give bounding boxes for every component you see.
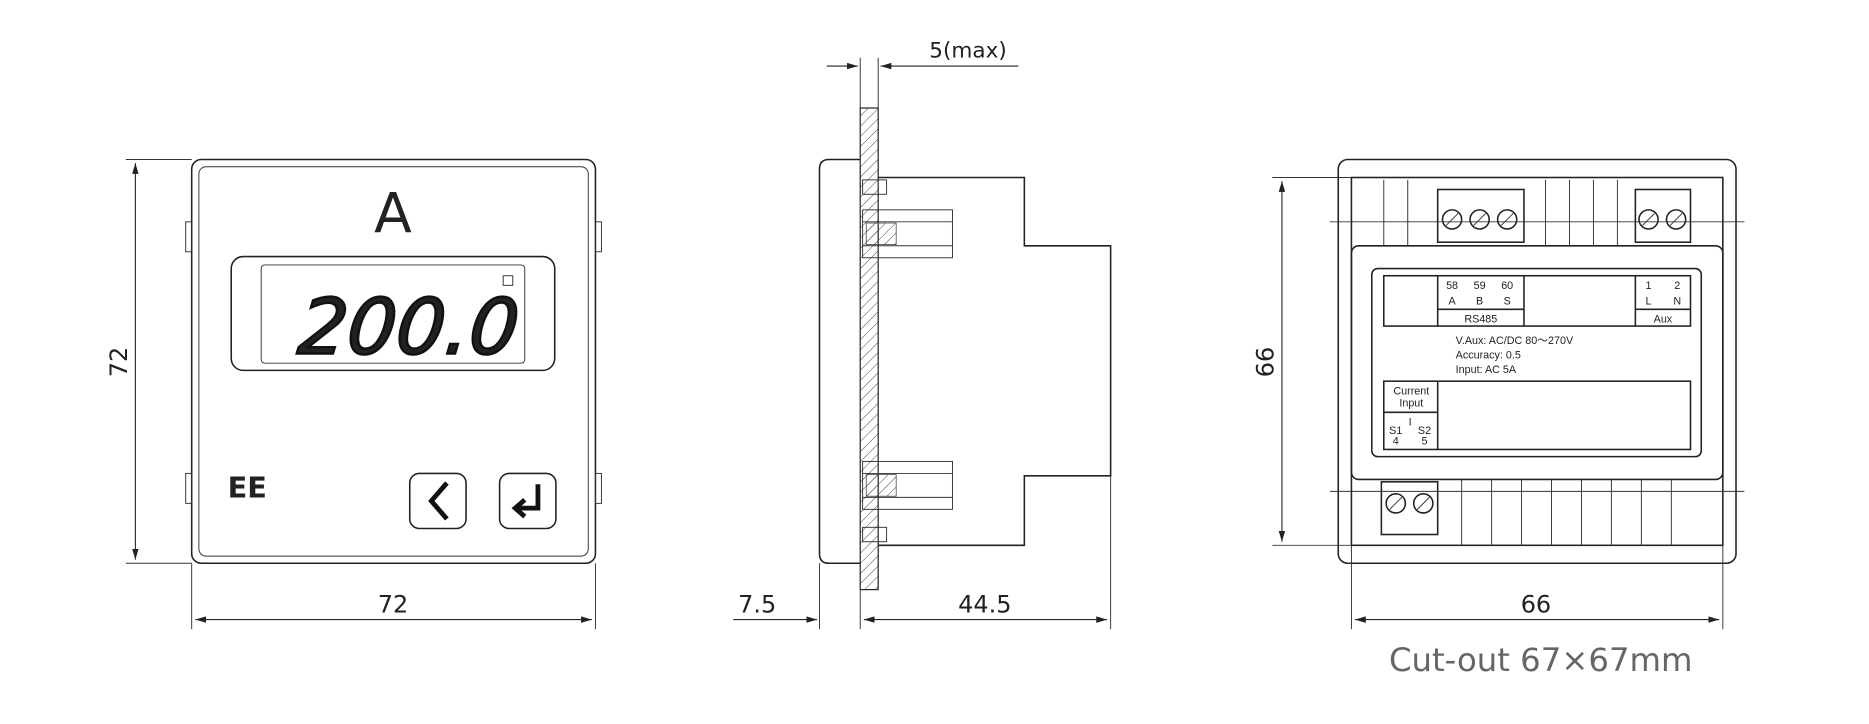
terminal-5: 5: [1422, 436, 1428, 448]
rear-width-dimension: 66: [1521, 590, 1551, 618]
terminal-59: 59: [1474, 280, 1486, 292]
terminal-l: L: [1646, 295, 1652, 307]
chevron-left-icon: [428, 481, 449, 521]
back-button[interactable]: [408, 472, 467, 530]
current-input-label-2: Input: [1399, 397, 1423, 409]
terminal-b: B: [1476, 295, 1483, 307]
spec-input: Input: AC 5A: [1456, 364, 1517, 376]
terminal-4: 4: [1393, 436, 1399, 448]
aux-label: Aux: [1654, 313, 1673, 325]
terminal-n: N: [1673, 295, 1681, 307]
terminal-58: 58: [1446, 280, 1458, 292]
terminal-2: 2: [1674, 280, 1680, 292]
terminal-1: 1: [1646, 280, 1652, 292]
terminal-60: 60: [1501, 280, 1513, 292]
current-input-table: Current Input I S1 S2 4 5: [1383, 380, 1692, 451]
terminal-s1: S1: [1389, 425, 1402, 437]
brand-logo: EE: [228, 470, 267, 504]
unit-indicator-icon: [502, 275, 514, 286]
cutout-label: Cut-out 67×67mm: [1389, 641, 1693, 679]
front-height-dimension: 72: [105, 347, 133, 377]
rs485-terminal-block: [1436, 188, 1525, 243]
rs485-label: RS485: [1464, 313, 1497, 325]
terminal-a: A: [1448, 295, 1456, 307]
side-view: 5(max) 7.5 44.5: [733, 39, 1112, 630]
current-input-label: Current: [1393, 385, 1429, 397]
aux-terminal-block: [1634, 188, 1692, 243]
enter-button[interactable]: [498, 472, 557, 530]
unit-label: A: [374, 182, 412, 246]
bezel-depth-dimension: 7.5: [738, 590, 776, 618]
terminal-s: S: [1504, 295, 1511, 307]
current-terminal-block: [1380, 481, 1439, 536]
front-view: A 200.0 EE 72 72: [105, 158, 602, 630]
panel-thickness-dimension: 5(max): [929, 39, 1006, 64]
terminal-s2: S2: [1418, 425, 1431, 437]
lcd-display: [260, 264, 526, 364]
enter-icon: [511, 484, 541, 519]
spec-aux-voltage: V.Aux: AC/DC 80～270V: [1456, 335, 1574, 347]
top-terminal-table: 58 59 60 A B S RS485 1 2 L N Aux: [1383, 274, 1692, 327]
spec-accuracy: Accuracy: 0.5: [1456, 349, 1521, 361]
display-value: 200.0: [294, 284, 523, 373]
front-width-dimension: 72: [378, 590, 408, 618]
rear-view: 58 59 60 A B S RS485 1 2 L N Aux V.Aux: …: [1252, 158, 1745, 679]
current-symbol: I: [1409, 416, 1412, 428]
label-plate: [1350, 245, 1724, 481]
display-bezel: [230, 255, 556, 372]
body-depth-dimension: 44.5: [958, 590, 1011, 618]
rear-height-dimension: 66: [1252, 347, 1280, 377]
